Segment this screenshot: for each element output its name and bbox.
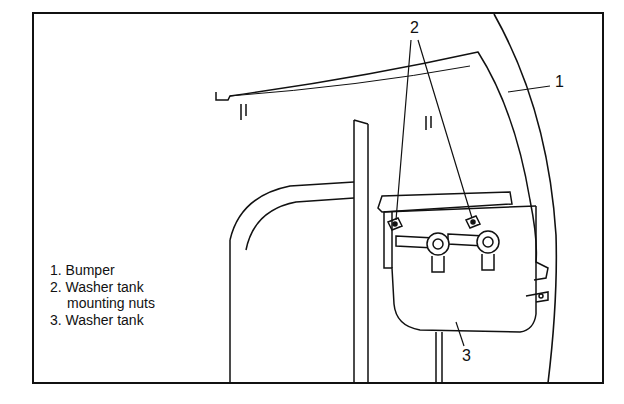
callout-number: 2 xyxy=(408,20,421,36)
legend-entry: 2. Washer tank mounting nuts xyxy=(50,279,199,311)
callout-number: 1 xyxy=(553,74,566,90)
legend-entry: 1. Bumper xyxy=(50,262,199,278)
callout-number: 3 xyxy=(460,348,473,364)
legend-entry: 3. Washer tank xyxy=(50,312,199,328)
